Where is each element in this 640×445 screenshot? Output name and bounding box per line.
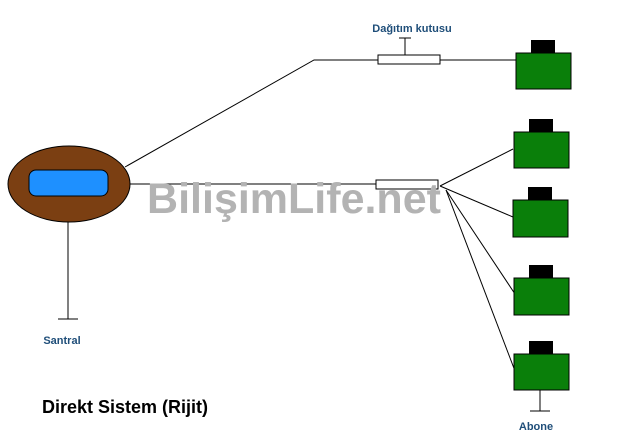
watermark-text: BilişimLife.net bbox=[147, 175, 441, 223]
phone-1 bbox=[515, 40, 572, 90]
diagram-title: Direkt Sistem (Rijit) bbox=[42, 397, 208, 417]
distribution-box-upper bbox=[377, 54, 441, 65]
phone-body bbox=[513, 277, 570, 316]
phone-top bbox=[529, 119, 553, 132]
exchange-core bbox=[28, 169, 109, 197]
phone-5 bbox=[513, 341, 570, 391]
lower-box-to-phone-2-line bbox=[439, 148, 514, 187]
phone-body bbox=[512, 199, 569, 238]
phone-4 bbox=[513, 265, 570, 316]
phone-top bbox=[529, 265, 553, 278]
distribution-box-lower bbox=[375, 179, 439, 190]
phone-top bbox=[528, 187, 552, 200]
phone-3 bbox=[512, 187, 569, 238]
subscriber-label: Abone bbox=[519, 421, 553, 433]
phone-body bbox=[515, 52, 572, 90]
phone-body bbox=[513, 131, 570, 169]
distribution-box-label: Dağıtım kutusu bbox=[372, 23, 451, 35]
lower-box-to-phone-3-line bbox=[439, 185, 514, 218]
exchange-label: Santral bbox=[43, 335, 80, 347]
lower-box-to-phone-5-line bbox=[445, 189, 516, 372]
lower-box-to-phone-4-line bbox=[445, 189, 516, 295]
exchange-to-upper-box-line bbox=[124, 59, 378, 168]
phone-top bbox=[529, 341, 553, 354]
exchange-node bbox=[7, 145, 131, 223]
connection-lines bbox=[58, 37, 550, 412]
phone-top bbox=[531, 40, 555, 53]
phone-2 bbox=[513, 119, 570, 169]
phone-body bbox=[513, 353, 570, 391]
